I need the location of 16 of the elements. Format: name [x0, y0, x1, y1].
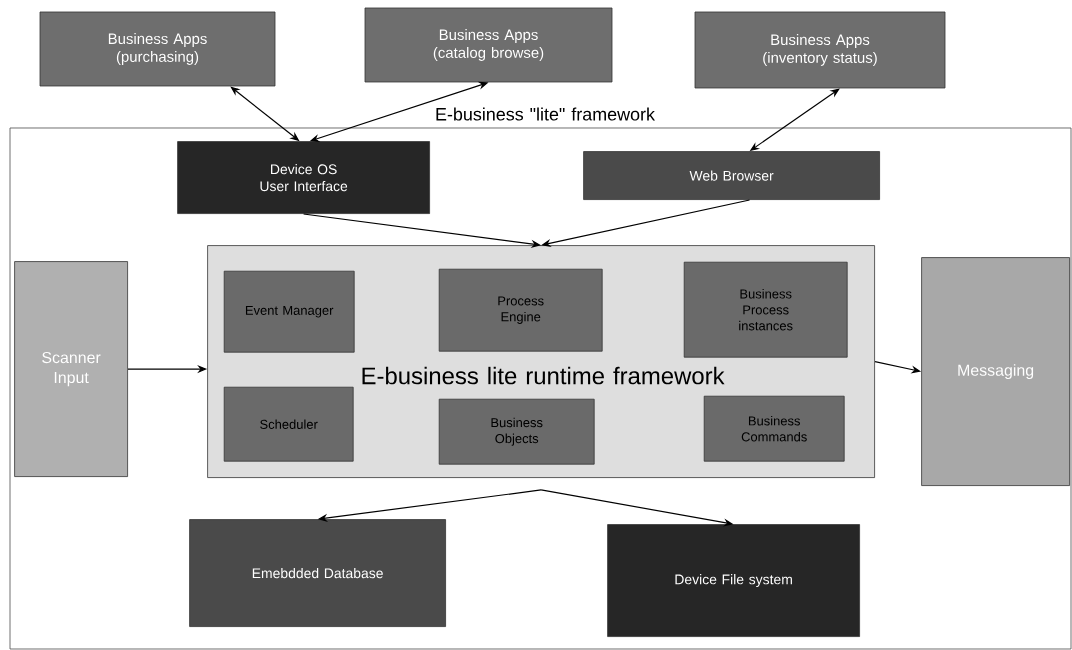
- browser-box: Web Browser: [583, 151, 880, 200]
- interface-box: Device OS User Interface: [177, 141, 430, 214]
- component-box: Event Manager: [223, 270, 355, 353]
- component-box: Process Engine: [438, 268, 603, 352]
- app-box: Business Apps (catalog browse): [364, 7, 613, 83]
- database-box: Emebdded Database: [189, 519, 446, 627]
- app-box: Business Apps (inventory status): [694, 11, 946, 89]
- component-box: Business Objects: [438, 398, 595, 465]
- file-system-box: Device File system: [607, 524, 860, 637]
- component-box: Business Process instances: [683, 261, 848, 358]
- messaging-box: Messaging: [921, 257, 1070, 486]
- component-box: Business Commands: [703, 395, 845, 462]
- app-box: Business Apps (purchasing): [39, 11, 276, 87]
- input-box: Scanner Input: [14, 261, 128, 477]
- component-box: Scheduler: [223, 386, 354, 462]
- node-label: E-business "lite" framework: [436, 107, 656, 121]
